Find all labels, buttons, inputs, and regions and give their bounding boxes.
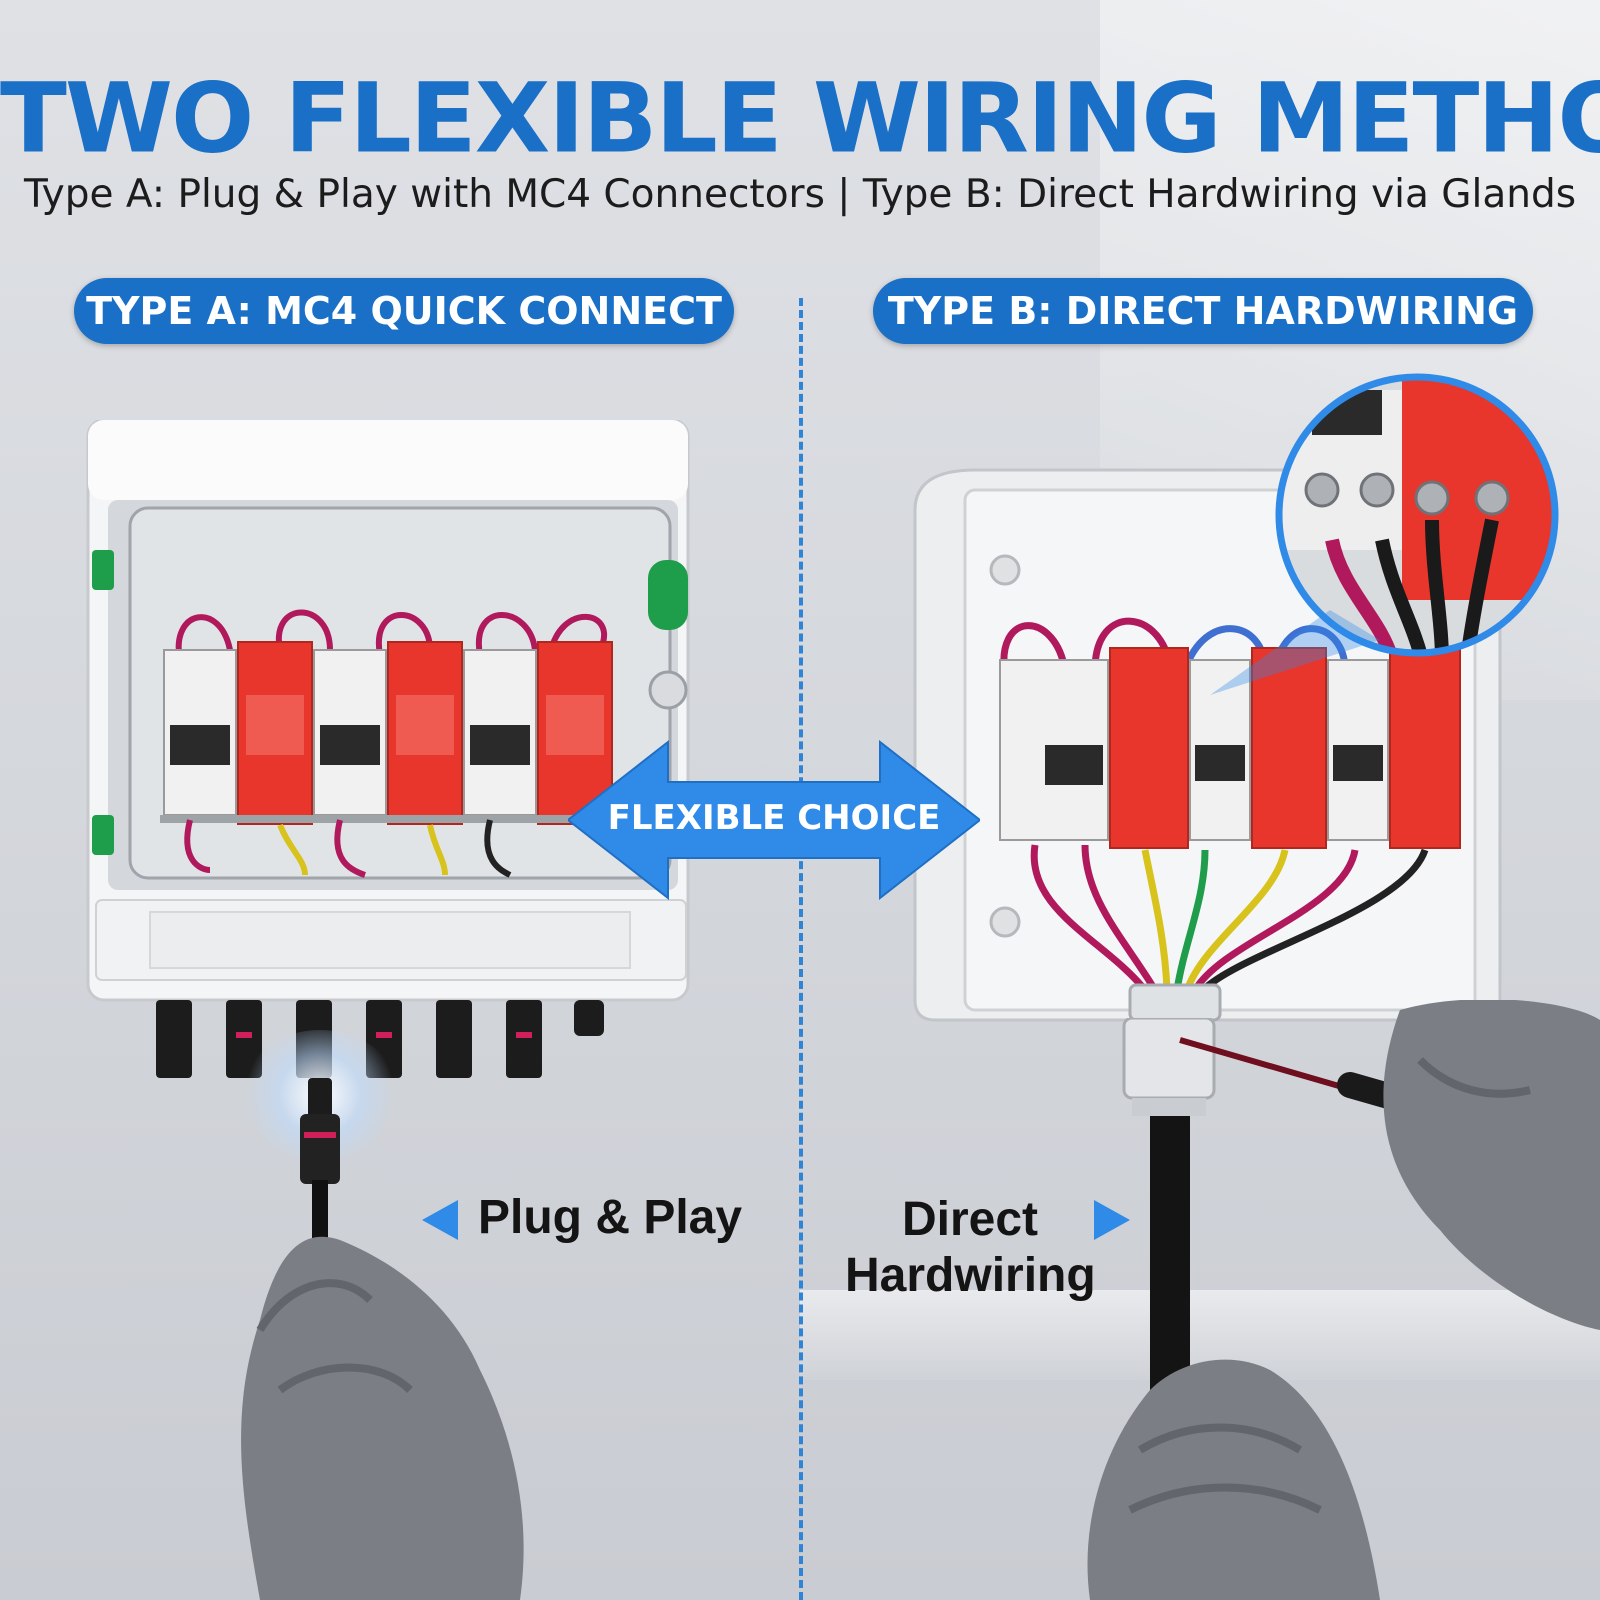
caption-plug-and-play: Plug & Play	[478, 1191, 743, 1244]
page-subtitle: Type A: Plug & Play with MC4 Connectors …	[23, 172, 1577, 217]
page-title: TWO FLEXIBLE WIRING METHODS	[0, 63, 1600, 175]
combiner-box-mc4	[86, 420, 690, 1078]
zoom-cone	[1210, 610, 1380, 695]
gloved-hand-holding-cable	[1087, 1359, 1380, 1600]
flexible-choice-label: FLEXIBLE CHOICE	[607, 798, 941, 838]
triangle-right-icon	[1094, 1200, 1130, 1240]
section-divider	[799, 298, 803, 1600]
type-a-label: TYPE A: MC4 QUICK CONNECT	[74, 278, 734, 344]
caption-direct-line1: Direct	[901, 1193, 1039, 1246]
terminal-closeup-inset	[1275, 373, 1559, 657]
caption-direct-line2: Hardwiring	[845, 1249, 1096, 1302]
gloved-hand-with-screwdriver	[1179, 1000, 1600, 1330]
triangle-left-icon	[422, 1200, 458, 1240]
gloved-hand-with-mc4-plug	[241, 1078, 524, 1600]
type-b-label: TYPE B: DIRECT HARDWIRING	[873, 278, 1533, 344]
double-arrow-icon	[568, 740, 980, 900]
combiner-box-hardwired	[913, 468, 1502, 1022]
